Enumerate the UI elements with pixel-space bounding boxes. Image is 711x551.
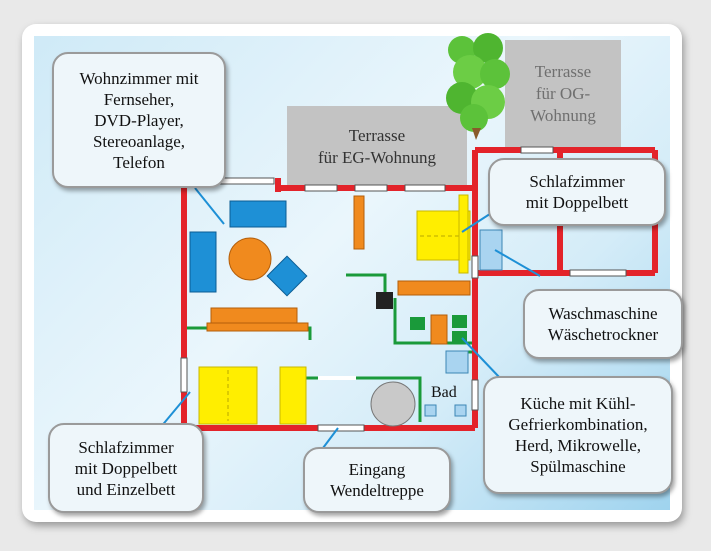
washing-machine	[479, 229, 503, 271]
spiral-staircase	[370, 381, 416, 427]
upper-bedroom-furniture	[353, 194, 503, 274]
shelf	[206, 322, 309, 332]
sofa	[229, 200, 287, 228]
lower-bedroom-furniture	[198, 366, 307, 425]
callout-wohnzimmer: Wohnzimmer mit Fernseher, DVD-Player, St…	[52, 52, 226, 188]
callout-schlafzimmer-oben: Schlafzimmer mit Doppelbett	[488, 158, 666, 226]
sofa	[189, 231, 217, 293]
shelf	[210, 307, 298, 324]
callout-eingang: Eingang Wendeltreppe	[303, 447, 451, 513]
terrace-eg: Terrasse für EG-Wohnung	[287, 106, 467, 188]
callout-schlafzimmer-unten: Schlafzimmer mit Doppelbett und Einzelbe…	[48, 423, 204, 513]
armchair	[266, 255, 308, 297]
callout-waschmaschine: Waschmaschine Wäschetrockner	[523, 289, 683, 359]
round-table	[228, 237, 272, 281]
living-room-furniture	[189, 200, 309, 332]
terrace-og: Terrasse für OG- Wohnung	[505, 40, 621, 148]
room-label-bad: Bad	[431, 384, 457, 401]
bath-fixture	[424, 404, 437, 417]
bath-fixture	[454, 404, 467, 417]
tree-icon	[446, 33, 510, 140]
callout-kueche: Küche mit Kühl- Gefrierkombination, Herd…	[483, 376, 673, 494]
kitchen-furniture	[376, 280, 471, 374]
